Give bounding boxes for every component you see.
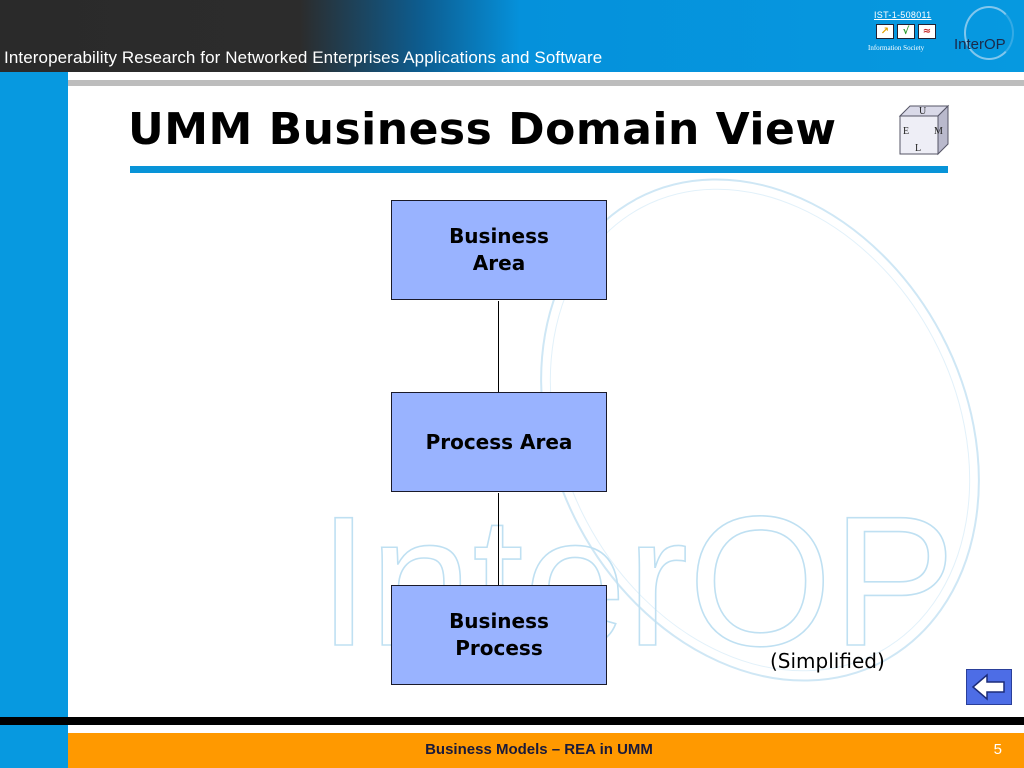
footer-title: Business Models – REA in UMM — [425, 741, 653, 758]
footer-left-bar — [0, 725, 68, 768]
footer-bar: Business Models – REA in UMM 5 — [68, 733, 1024, 768]
connector-process-area-business-process — [498, 493, 499, 585]
top-divider — [68, 80, 1024, 86]
uml-cube-left: E — [903, 126, 909, 137]
simplified-note: (Simplified) — [770, 649, 885, 673]
ist-logo-icons: ↗ √ ≈ — [876, 24, 936, 39]
uml-cube-bottom: L — [915, 143, 921, 154]
uml-cube-right: M — [934, 126, 943, 137]
node-process-area: Process Area — [391, 392, 607, 492]
ist-code: IST-1-508011 — [874, 10, 932, 20]
uml-cube-icon: U E M L — [898, 104, 950, 156]
node-label: Business Area — [449, 224, 549, 275]
wave-icon: ≈ — [918, 24, 936, 39]
bottom-divider — [0, 717, 1024, 725]
title-underline — [130, 166, 948, 173]
arrow-icon: ↗ — [876, 24, 894, 39]
interop-swoosh-icon — [964, 6, 1014, 60]
header-title: Interoperability Research for Networked … — [4, 48, 603, 67]
interop-logo-text: InterOP — [954, 36, 1006, 53]
uml-cube-top: U — [919, 106, 927, 117]
ist-logo: IST-1-508011 ↗ √ ≈ Information Society — [866, 10, 944, 56]
connector-business-area-process-area — [498, 301, 499, 392]
header-banner: Interoperability Research for Networked … — [0, 0, 1024, 72]
node-business-area: Business Area — [391, 200, 607, 300]
node-business-process: Business Process — [391, 585, 607, 685]
ist-caption: Information Society — [868, 44, 925, 52]
check-wave-icon: √ — [897, 24, 915, 39]
back-button[interactable] — [966, 669, 1012, 705]
node-label: Business Process — [449, 609, 549, 660]
left-sidebar-bar — [0, 72, 68, 768]
page-number: 5 — [993, 741, 1002, 758]
page-title: UMM Business Domain View — [128, 104, 837, 155]
back-arrow-icon — [971, 673, 1005, 701]
node-label: Process Area — [425, 429, 573, 454]
interop-logo: InterOP — [946, 4, 1018, 64]
